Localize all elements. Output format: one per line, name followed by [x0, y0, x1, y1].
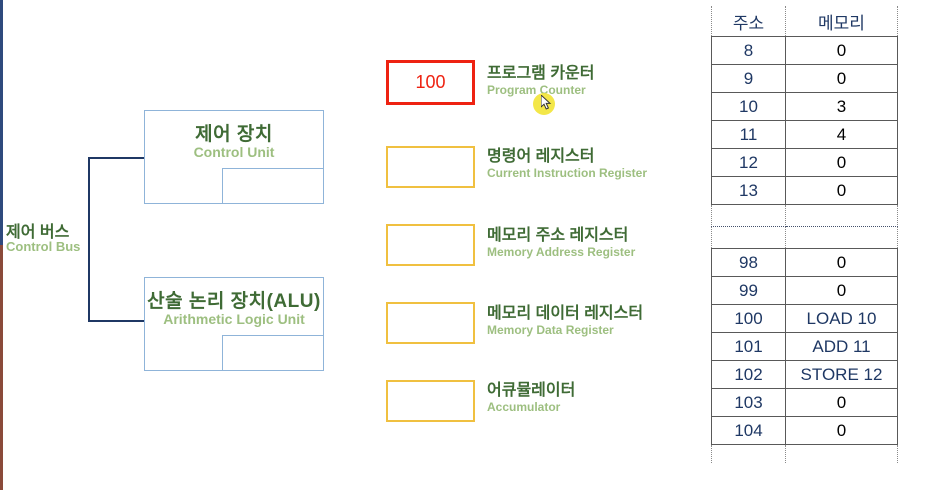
bus-branch-top: [88, 157, 146, 159]
register-label-accumulator: 어큐뮬레이터 Accumulator: [487, 382, 575, 415]
memory-row-address: 12: [711, 148, 786, 177]
alu-title-en: Arithmetic Logic Unit: [163, 311, 305, 327]
bus-vertical-line: [88, 157, 90, 322]
register-accumulator[interactable]: [386, 380, 475, 422]
control-bus-label-en: Control Bus: [6, 239, 81, 254]
table-row: 9 0: [711, 64, 898, 93]
register-label-memory-data: 메모리 데이터 레지스터 Memory Data Register: [487, 305, 643, 338]
table-row: 99 0: [711, 276, 898, 305]
table-row: 98 0: [711, 248, 898, 277]
memory-row-address: 98: [711, 248, 786, 277]
table-row: 10 3: [711, 92, 898, 121]
table-row: 13 0: [711, 176, 898, 205]
memory-tail-cell: [711, 444, 786, 463]
table-row: 12 0: [711, 148, 898, 177]
memory-row-value: 0: [785, 36, 898, 65]
register-memory-address[interactable]: [386, 224, 475, 266]
memory-row-address: 8: [711, 36, 786, 65]
memory-row-value: LOAD 10: [785, 304, 898, 333]
memory-table[interactable]: 주소 메모리 8 0 9 0 10 3 11 4 12 0: [711, 6, 898, 463]
memory-data-register-label-en: Memory Data Register: [487, 323, 614, 337]
mouse-pointer-icon: [541, 95, 552, 110]
memory-gap-cell: [785, 204, 898, 227]
current-instruction-register-label-ko: 명령어 레지스터: [487, 148, 595, 165]
memory-table-tail-row: [711, 444, 898, 463]
table-row: 103 0: [711, 388, 898, 417]
memory-row-address: 103: [711, 388, 786, 417]
memory-row-address: 100: [711, 304, 786, 333]
table-row: 101 ADD 11: [711, 332, 898, 361]
table-row: 11 4: [711, 120, 898, 149]
memory-row-value: 4: [785, 120, 898, 149]
accumulator-label-ko: 어큐뮬레이터: [487, 382, 576, 399]
memory-row-value: ADD 11: [785, 332, 898, 361]
register-memory-data[interactable]: [386, 302, 475, 344]
register-label-program-counter: 프로그램 카운터 Program Counter: [487, 65, 595, 98]
control-unit-title-ko: 제어 장치: [195, 124, 273, 145]
memory-row-value: 0: [785, 148, 898, 177]
memory-gap-cell: [785, 226, 898, 249]
memory-row-address: 11: [711, 120, 786, 149]
memory-data-register-label-ko: 메모리 데이터 레지스터: [487, 305, 644, 322]
program-counter-label-ko: 프로그램 카운터: [487, 65, 595, 82]
current-instruction-register-label-en: Current Instruction Register: [487, 166, 648, 180]
program-counter-label-en: Program Counter: [487, 83, 586, 97]
alu-inner-box: [222, 335, 324, 371]
alu-title-ko: 산술 논리 장치(ALU): [147, 291, 321, 312]
table-row: 8 0: [711, 36, 898, 65]
memory-row-address: 101: [711, 332, 786, 361]
alu-box[interactable]: 산술 논리 장치(ALU) Arithmetic Logic Unit: [144, 277, 324, 371]
memory-table-header-memory: 메모리: [785, 6, 898, 37]
memory-row-value: 0: [785, 416, 898, 445]
memory-row-value: 0: [785, 176, 898, 205]
bus-branch-bottom: [88, 320, 146, 322]
memory-row-address: 9: [711, 64, 786, 93]
memory-table-gap-row-upper: [711, 204, 898, 227]
memory-row-value: 0: [785, 388, 898, 417]
memory-row-value: 0: [785, 276, 898, 305]
memory-row-value: 0: [785, 64, 898, 93]
memory-row-value: STORE 12: [785, 360, 898, 389]
table-row: 100 LOAD 10: [711, 304, 898, 333]
memory-address-register-label-ko: 메모리 주소 레지스터: [487, 227, 629, 244]
memory-table-header-row: 주소 메모리: [711, 6, 898, 37]
memory-gap-cell: [711, 226, 786, 249]
register-current-instruction[interactable]: [386, 146, 475, 188]
control-bus-label-ko: 제어 버스: [6, 224, 70, 241]
table-row: 104 0: [711, 416, 898, 445]
program-counter-value: 100: [415, 72, 446, 92]
memory-row-address: 13: [711, 176, 786, 205]
register-label-current-instruction: 명령어 레지스터 Current Instruction Register: [487, 148, 647, 181]
register-label-memory-address: 메모리 주소 레지스터 Memory Address Register: [487, 227, 635, 260]
memory-row-address: 99: [711, 276, 786, 305]
left-edge-strip: [0, 0, 3, 490]
accumulator-label-en: Accumulator: [487, 400, 561, 414]
memory-table-gap-row-lower: [711, 226, 898, 249]
memory-table-header-address: 주소: [711, 6, 786, 37]
control-unit-inner-box: [222, 168, 324, 204]
memory-row-address: 104: [711, 416, 786, 445]
memory-address-register-label-en: Memory Address Register: [487, 245, 636, 259]
table-row: 102 STORE 12: [711, 360, 898, 389]
memory-row-value: 3: [785, 92, 898, 121]
memory-tail-cell: [785, 444, 898, 463]
register-program-counter[interactable]: 100: [386, 60, 475, 105]
control-unit-box[interactable]: 제어 장치 Control Unit: [144, 110, 324, 204]
memory-row-value: 0: [785, 248, 898, 277]
memory-gap-cell: [711, 204, 786, 227]
memory-row-address: 102: [711, 360, 786, 389]
memory-row-address: 10: [711, 92, 786, 121]
control-unit-title-en: Control Unit: [193, 144, 275, 160]
